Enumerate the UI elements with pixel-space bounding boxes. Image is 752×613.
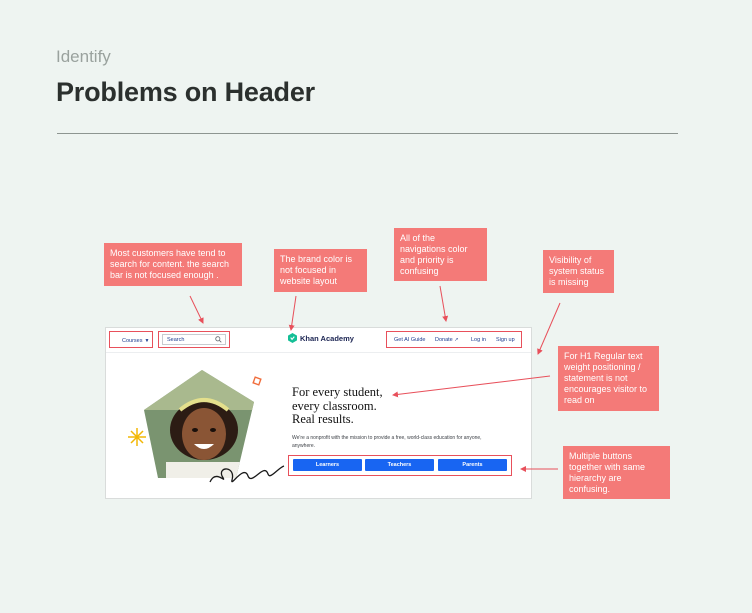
search-icon: [215, 336, 222, 343]
search-placeholder: Search: [167, 336, 185, 343]
divider-rule: [57, 133, 678, 134]
note-h1: For H1 Regular text weight positioning /…: [558, 346, 659, 411]
arrow-status: [537, 302, 561, 355]
hexagon-logo-icon: [288, 333, 297, 343]
khan-academy-logo[interactable]: Khan Academy: [288, 333, 354, 343]
courses-dropdown[interactable]: Courses▼: [122, 338, 149, 344]
hero-heading: For every student, every classroom. Real…: [292, 385, 383, 427]
hero-heading-line1: For every student,: [292, 385, 383, 399]
teachers-button[interactable]: Teachers: [365, 459, 434, 471]
courses-label: Courses: [122, 338, 143, 344]
buttons-highlight: [288, 455, 512, 476]
squiggle-doodle-icon: [209, 465, 285, 483]
hero-subtext: We're a nonprofit with the mission to pr…: [292, 435, 482, 449]
arrow-search: [189, 295, 204, 324]
page-title: Problems on Header: [56, 77, 315, 107]
note-system-status: Visibility of system status is missing: [543, 250, 614, 293]
note-buttons: Multiple buttons together with same hier…: [563, 446, 670, 499]
logo-name: Khan Academy: [300, 333, 354, 343]
arrow-h1: [392, 375, 551, 398]
chevron-down-icon: ▼: [144, 338, 150, 344]
hero-heading-line3: Real results.: [292, 412, 354, 426]
hero-photo: [144, 370, 254, 478]
search-highlight: [158, 331, 230, 348]
square-shape-icon: [252, 376, 262, 386]
nav-signup[interactable]: Sign up: [496, 337, 515, 343]
hero-heading-line2: every classroom.: [292, 398, 377, 413]
courses-highlight: [109, 331, 153, 348]
website-mockup: Courses▼ Search Khan Academy Get AI Guid…: [105, 327, 532, 499]
note-navigation: All of the navigations color and priorit…: [394, 228, 487, 281]
arrow-nav: [439, 285, 449, 322]
eyebrow-label: Identify: [56, 47, 111, 66]
header-divider: [106, 352, 531, 353]
learners-button[interactable]: Learners: [293, 459, 362, 471]
note-brand-color: The brand color is not focused in websit…: [274, 249, 367, 292]
parents-button[interactable]: Parents: [438, 459, 507, 471]
nav-donate[interactable]: Donate ↗: [435, 337, 458, 343]
arrow-brand: [288, 295, 297, 331]
search-input[interactable]: Search: [162, 334, 226, 345]
note-search: Most customers have tend to search for c…: [104, 243, 242, 286]
nav-donate-label: Donate: [435, 337, 453, 343]
external-link-icon: ↗: [454, 337, 459, 343]
star-sparkle-icon: [128, 428, 146, 446]
nav-login[interactable]: Log in: [471, 337, 486, 343]
nav-highlight: [386, 331, 522, 348]
nav-ai-guide[interactable]: Get AI Guide: [394, 337, 426, 343]
